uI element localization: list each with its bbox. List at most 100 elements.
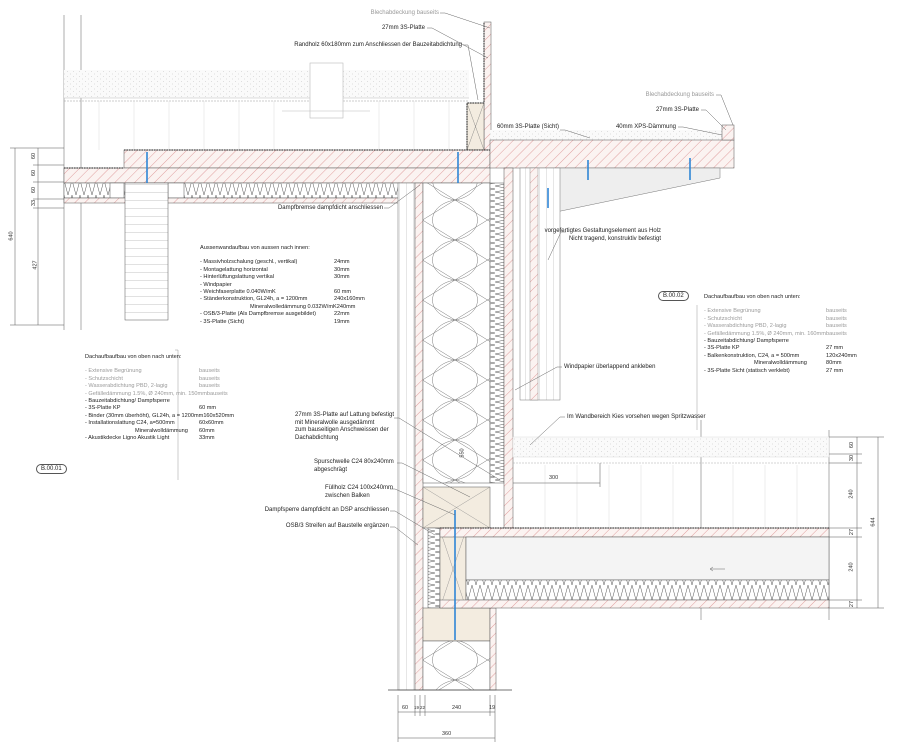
label-windpapier: Windpapier überlappend ankleben [564,364,656,370]
dim-right-total: 644 [870,517,877,527]
label-gestaltung-line2: Nicht tragend, konstruktiv befestigt [568,235,661,242]
label-lattung-line2: mit Mineralwolle ausgedämmt [295,419,375,426]
spec-value: 27 mm [826,345,844,352]
spec-value: 60mm [199,427,215,434]
spec-row: - Wasserabdichtung PBD, 2-lagig bauseits [85,383,235,390]
right-flat-roof [439,436,830,609]
spec-item: - Wasserabdichtung PBD, 2-lagig [704,323,787,330]
spec-value: 33mm [199,435,215,442]
label-dampfsperre: Dampfsperre dampfdicht an DSP anschliess… [264,507,389,513]
spec-value: bauseits [199,368,220,375]
dim-bottom-3: 240 [452,705,462,711]
spec-row: - Bauzeitabdichtung/ Dampfsperre [704,338,862,345]
label-lattung-line4: Dachabdichtung [295,434,339,441]
label-3s-platte-top: 27mm 3S-Platte [381,25,425,31]
dim-bottom-total: 360 [442,731,452,737]
label-randholz: Randholz 60x180mm zum Anschliessen der B… [294,42,462,48]
spec-item: - Montagelattung horizontal [200,266,268,273]
spec-value: bauseits [826,308,847,315]
leader-lines [175,12,734,546]
label-3s-platte-right: 27mm 3S-Platte [655,107,699,113]
spec-value: bauseits [199,383,220,390]
spec-item: - Ständerkonstruktion, GL24h, a = 1200mm [200,296,308,303]
dim-left-total: 640 [8,231,15,241]
gestaltung-element [555,167,721,213]
spec-value: 27 mm [826,367,844,374]
dimension-lines [10,147,884,742]
dim-bottom-4: 19 [489,705,496,711]
spec-row: - Gefälledämmung 1.5%, Ø 240mm, min. 150… [85,391,235,398]
spec-item: - Extensive Begrünung [85,368,142,375]
tag-b0001: B.00.01 [36,464,67,474]
roof-opening-box [309,62,344,119]
spec-value: 24mm [334,259,350,266]
spec-item: Mineralwolldämmung [135,427,188,434]
wall-spec: Aussenwandaufbau von aussen nach innen: … [200,245,370,326]
spec-value: bauseits [826,315,847,322]
label-xps: 40mm XPS-Dämmung [615,124,676,130]
dim-right-1: 30 [849,454,856,462]
roof-b0001-title: Dachaufbaufbau von oben nach unten: [85,354,182,360]
dim-right-2: 240 [848,489,855,499]
spec-item: - Schutzschicht [704,315,742,322]
spec-item: - Massivholzschalung (geschl., vertikal) [200,259,298,266]
spec-row: - Bauzeitabdichtung/ Dampfsperre [85,398,235,405]
dim-right-5: 27 [849,600,856,608]
label-lattung-line3: zum bauseitigen Anschweissen der [295,427,389,433]
dim-right-0: 60 [849,441,856,449]
dim-left-0: 60 [31,152,38,160]
dim-bottom-0: 60 [402,705,409,711]
spec-row: Mineralwolldämmung 60mm [85,428,235,435]
spec-item: - Bauzeitabdichtung/ Dampfsperre [85,398,170,405]
spec-item: - Hinterlüftungslattung vertikal [200,274,274,281]
spec-item: - Wasserabdichtung PBD, 2-lagig [85,383,168,390]
spec-value: 60x60mm [199,420,224,427]
label-blech-top: Blechabdeckung bauseits [370,10,439,16]
spec-row: - Massivholzschalung (geschl., vertikal)… [200,259,370,266]
label-gestaltung-line1: vorgefertigtes Gestaltungselement aus Ho… [544,228,661,234]
spec-value: 22mm [334,311,350,318]
spec-item: Mineralwolledämmung 0.032W/mK [250,303,337,310]
label-fuellholz: Füllholz C24 100x240mm zwischen Balken [325,485,393,500]
spec-row: - OSB/3-Platte (Als Dampfbremse ausgebil… [200,311,370,318]
roof-b0001-spec: Dachaufbaufbau von oben nach unten: - Ex… [85,354,235,442]
spec-value: 30mm [334,266,350,273]
roof-b0002-spec: Dachaufbaufbau von oben nach unten: - Ex… [704,294,862,375]
spec-row: - Extensive Begrünung bauseits [85,368,235,375]
spec-item: - Weichfaserplatte 0.040W/mK [200,289,276,296]
label-lattung: 27mm 3S-Platte auf Lattung befestigt mit… [295,412,394,442]
spec-value: bauseits [826,330,847,337]
spec-row: - 3S-Platte (Sicht)19mm [200,319,370,326]
spec-item: - Balkenkonstruktion, C24, a = 500mm [704,352,800,359]
spec-value [826,338,862,345]
spec-value: 240mm [336,303,356,310]
label-60mm-3s-sicht: 60mm 3S-Platte (Sicht) [496,124,559,130]
screw-rods [146,152,691,640]
label-spurschwelle-line1: Spurschwelle C24 80x240mm [314,459,394,465]
label-dampfbremse: Dampfbremse dampfdicht anschliessen [277,205,383,211]
left-green-roof [64,62,469,150]
spec-row: - Windpapier [200,282,370,289]
dim-left-3: 33 [31,199,38,207]
dim-left-4: 427 [32,260,39,270]
spec-item: - Bauzeitabdichtung/ Dampfsperre [704,338,789,345]
dim-right-3: 27 [849,528,856,536]
spec-item: - Binder (30mm überhöht), GL24h, a = 120… [85,412,204,419]
spec-value: 19mm [334,318,350,325]
spec-item: - OSB/3-Platte (Als Dampfbremse ausgebil… [200,311,316,318]
dim-bottom-2: 22 [420,705,426,710]
spec-item: - Schutzschicht [85,375,123,382]
spec-value: 60 mm [199,405,217,412]
dim-gravel-width: 300 [549,475,559,481]
label-osb-streifen: OSB/3 Streifen auf Baustelle ergänzen [285,523,389,529]
